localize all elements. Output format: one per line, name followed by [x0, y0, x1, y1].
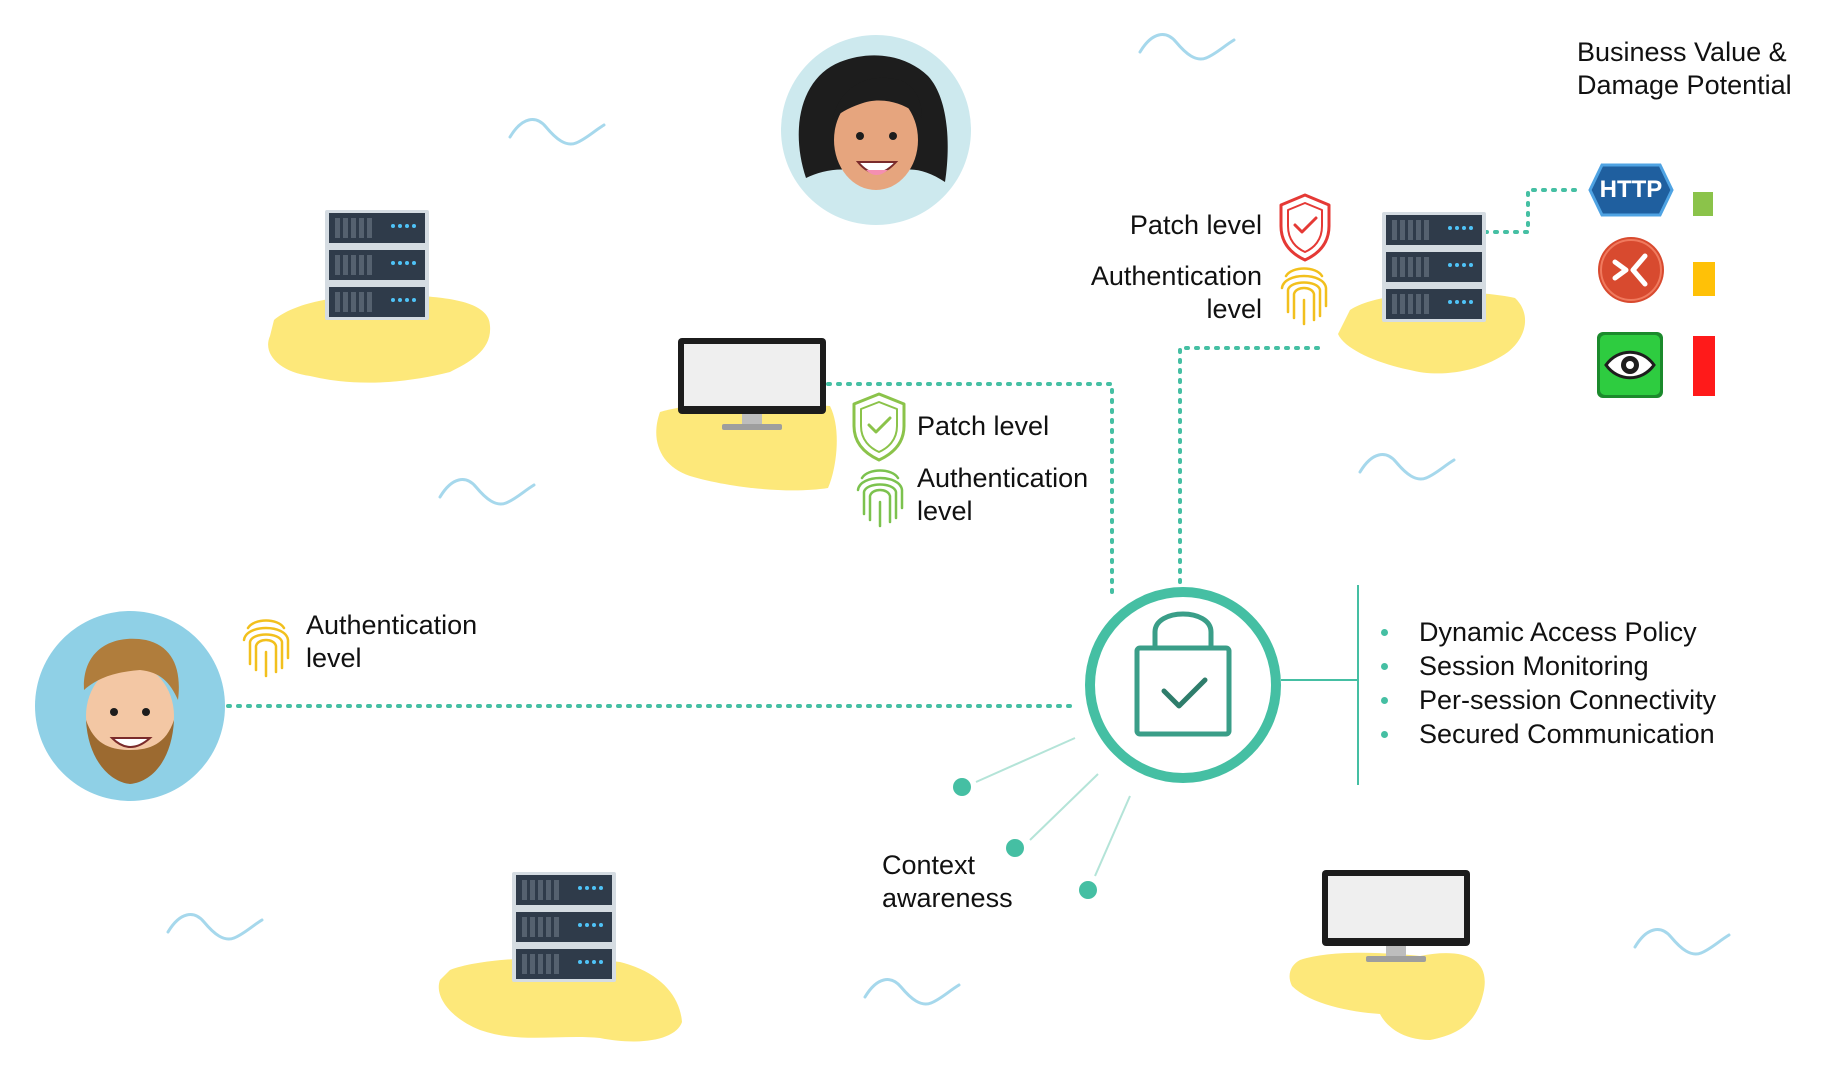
server-patch-level-label: Patch level [1129, 210, 1262, 240]
legend-title-line1: Business Value & [1577, 37, 1787, 67]
shield-green-icon [852, 392, 906, 462]
context-awareness-label: Context awareness [882, 850, 1013, 913]
connection-lines [226, 188, 1577, 708]
http-level-indicator [1693, 192, 1713, 216]
workstation-monitor-bottom-right [1322, 870, 1470, 962]
fingerprint-yellow-server-icon [1280, 267, 1328, 326]
vnc-level-indicator [1693, 336, 1715, 396]
woman-avatar [781, 35, 971, 225]
risk-level-indicators [1693, 192, 1715, 396]
workstation-patch-level-label: Patch level [917, 411, 1050, 441]
islands [268, 292, 1526, 1042]
feature-item: Session Monitoring [1375, 649, 1716, 683]
context-rays [953, 737, 1131, 899]
http-icon [1588, 163, 1674, 217]
server-connection-line [1178, 346, 1324, 584]
man-avatar [35, 611, 225, 801]
fingerprint-yellow-user-icon [242, 619, 290, 678]
http-label: HTTP [1599, 176, 1663, 203]
server-auth-level-label: Authentication level [1090, 261, 1262, 324]
rdp-icon [1598, 237, 1664, 303]
legend-title: Business Value & Damage Potential [1577, 36, 1792, 102]
feature-item: Secured Communication [1375, 717, 1716, 751]
vnc-eye-icon [1597, 332, 1663, 398]
feature-item: Per-session Connectivity [1375, 683, 1716, 717]
workstation-connection-line [826, 382, 1114, 602]
server-protected [1382, 212, 1486, 322]
access-control-hub [1085, 587, 1281, 783]
features-bracket [1281, 585, 1359, 785]
workstation-auth-level-label: Authentication level [917, 463, 1089, 526]
legend-title-line2: Damage Potential [1577, 70, 1792, 100]
shield-red-icon [1279, 193, 1331, 262]
feature-item: Dynamic Access Policy [1375, 615, 1716, 649]
user-auth-level-label: Authentication level [306, 610, 478, 673]
fingerprint-green-icon [856, 469, 904, 528]
server-bottom [512, 872, 616, 982]
rdp-level-indicator [1693, 262, 1715, 296]
http-connection-line [1483, 188, 1577, 234]
server-top-left [325, 210, 429, 320]
